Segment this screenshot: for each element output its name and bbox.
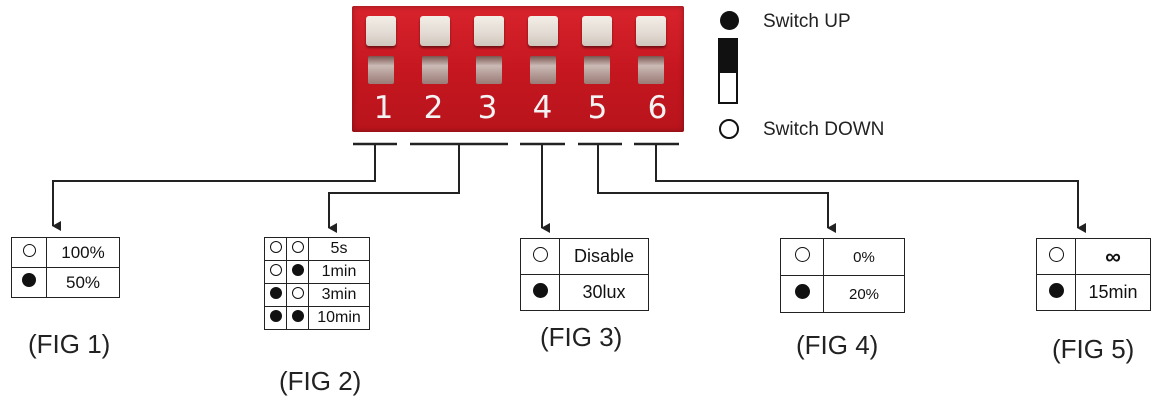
switch-down-dot-icon — [1048, 246, 1064, 262]
fig2-option-value: 3min — [308, 283, 370, 307]
fig1-label: (FIG 1) — [28, 329, 111, 359]
table-row: 1min — [264, 260, 370, 284]
fig2-option-value: 5s — [308, 237, 370, 261]
fig1-table: 100% 50% — [11, 237, 120, 298]
table-row: Disable — [520, 238, 649, 275]
connector-fig5 — [655, 144, 1086, 233]
switch-down-dot-icon — [22, 243, 36, 257]
fig2-table: 5s 1min 3min 10min — [264, 237, 370, 330]
switch-down-dot-icon — [794, 247, 810, 262]
dip-switch-3[interactable] — [474, 16, 504, 88]
fig5-table: ∞ 15min — [1036, 238, 1151, 311]
dip-number-1: 1 — [373, 90, 394, 126]
switch-down-dot-icon — [532, 246, 548, 262]
switch-up-dot-icon — [794, 284, 810, 299]
fig2-label: (FIG 2) — [279, 366, 362, 396]
fig3-option-value: 30lux — [559, 274, 649, 311]
switch-up-dot-icon — [532, 282, 548, 298]
dip-switch-2[interactable] — [420, 16, 450, 88]
fig5-option-value: 15min — [1075, 274, 1151, 311]
table-row: ∞ — [1036, 238, 1151, 275]
dip-number-5: 5 — [587, 90, 608, 126]
dip-number-6: 6 — [647, 90, 668, 126]
dip-number-2: 2 — [423, 90, 444, 126]
fig2-option-value: 10min — [308, 306, 370, 330]
switch-up-dot-icon — [269, 310, 282, 322]
dip-number-3: 3 — [477, 90, 498, 126]
fig4-label: (FIG 4) — [796, 330, 879, 360]
dip-number-4: 4 — [532, 90, 553, 126]
fig1-option-value: 50% — [46, 267, 120, 298]
switch-down-dot-icon — [291, 287, 304, 299]
table-row: 3min — [264, 283, 370, 307]
legend-switch-up: Switch UP — [763, 11, 851, 32]
table-row: 30lux — [520, 274, 649, 311]
fig4-table: 0% 20% — [780, 238, 905, 313]
switch-up-dot-icon — [269, 287, 282, 299]
fig1-option-value: 100% — [46, 237, 120, 268]
fig3-label: (FIG 3) — [540, 322, 623, 352]
dip-switch-4[interactable] — [528, 16, 558, 88]
switch-down-dot-icon — [291, 241, 304, 253]
fig5-option-value: ∞ — [1075, 238, 1151, 275]
switch-down-dot-icon — [719, 119, 739, 139]
switch-up-dot-icon — [1048, 282, 1064, 298]
switch-state-indicator-icon — [718, 38, 738, 104]
fig3-option-value: Disable — [559, 238, 649, 275]
switch-down-dot-icon — [269, 264, 282, 276]
legend-switch-down: Switch DOWN — [763, 119, 885, 140]
table-row: 50% — [11, 267, 120, 298]
table-row: 5s — [264, 237, 370, 261]
fig5-label: (FIG 5) — [1052, 334, 1135, 364]
table-row: 0% — [780, 238, 905, 276]
switch-up-dot-icon — [720, 11, 739, 30]
fig2-option-value: 1min — [308, 260, 370, 284]
table-row: 100% — [11, 237, 120, 268]
switch-down-dot-icon — [269, 241, 282, 253]
fig3-table: Disable 30lux — [520, 238, 649, 311]
switch-up-dot-icon — [291, 310, 304, 322]
switch-up-dot-icon — [291, 264, 304, 276]
table-row: 15min — [1036, 274, 1151, 311]
switch-up-dot-icon — [22, 273, 36, 287]
fig4-option-value: 20% — [823, 275, 905, 313]
table-row: 20% — [780, 275, 905, 313]
connector-fig4 — [597, 144, 836, 233]
fig4-option-value: 0% — [823, 238, 905, 276]
table-row: 10min — [264, 306, 370, 330]
connector-fig1 — [52, 144, 376, 231]
dip-switch-1[interactable] — [366, 16, 396, 88]
dip-switch-6[interactable] — [636, 16, 666, 88]
connector-fig2 — [328, 144, 460, 233]
dip-switch-body: 1 2 3 4 5 6 — [352, 6, 684, 132]
dip-switch-5[interactable] — [582, 16, 612, 88]
